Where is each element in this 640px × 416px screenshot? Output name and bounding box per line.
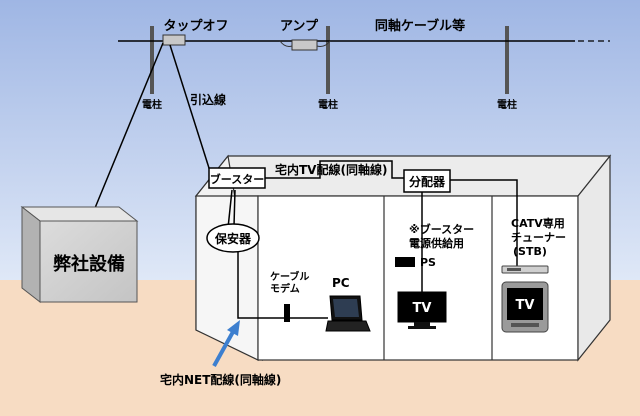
booster-psu-label-1: ※ブースター [409,222,474,236]
laptop-base [325,320,371,332]
pole-1-label: 電柱 [142,98,162,111]
booster-box [208,167,266,189]
wire-drop-to-booster [227,189,233,229]
tv-2-screen [507,288,543,320]
house-right-wall [577,154,611,362]
tv-1-label: TV [413,301,432,316]
laptop-screen-shine [333,299,359,317]
protector-label: 保安器 [214,231,252,246]
company-box-side [21,205,41,304]
company-equipment-label: 弊社設備 [53,253,125,275]
amp-connector-left [279,40,293,47]
company-box-top [20,206,139,222]
utility-pole-2 [326,26,330,94]
catv-label-3: (STB) [513,245,547,258]
wire-booster-to-protector [233,189,236,227]
tap-off-device [162,34,186,46]
protector-ellipse [206,223,260,253]
splitter-label: 分配器 [409,174,446,189]
ps-label: PS [420,256,436,269]
wire-splitter-to-stb [448,179,518,266]
pc-label: PC [332,276,350,290]
amp-connector-right [316,40,331,47]
home-tv-wiring-label: 宅内TV配線(同軸線) [275,162,387,177]
cable-modem-device [284,304,290,322]
net-wiring-arrow-head [227,320,240,336]
wire-booster-to-splitter [264,160,410,179]
stb-device [501,265,549,274]
wire-protector-to-modem [237,252,286,319]
line-tapoff-to-company [94,42,164,209]
tv-2-label: TV [516,298,535,313]
utility-pole-1 [150,26,154,94]
coax-cable-label: 同軸ケーブル等 [375,18,465,34]
pole-2-label: 電柱 [318,98,338,111]
tv-2-knobs [511,323,539,327]
booster-psu-label-2: 電源供給用 [409,236,464,250]
pole-3-label: 電柱 [497,98,517,111]
booster-label: ブースター [210,172,264,186]
catv-label-2: チューナー [511,231,566,244]
home-net-wiring-label: 宅内NET配線(同軸線) [160,372,281,387]
cable-modem-label-2: モデム [270,282,300,295]
amp-label: アンプ [280,19,319,34]
utility-pole-3 [505,26,509,94]
amp-device [291,39,318,51]
tap-off-label: タップオフ [163,19,228,34]
ps-unit [395,257,415,267]
cable-modem-label-1: ケーブル [270,270,309,283]
house-front [257,195,579,361]
drop-line-label: 引込線 [190,92,226,107]
tv-1-stand [414,322,430,326]
net-wiring-arrow-shaft [212,329,236,367]
tv-1-base [408,326,436,329]
catv-label-1: CATV専用 [511,216,565,230]
stb-display [507,268,521,271]
splitter-box [403,169,451,193]
company-box-front [39,220,138,303]
tv-1-screen [397,291,447,323]
